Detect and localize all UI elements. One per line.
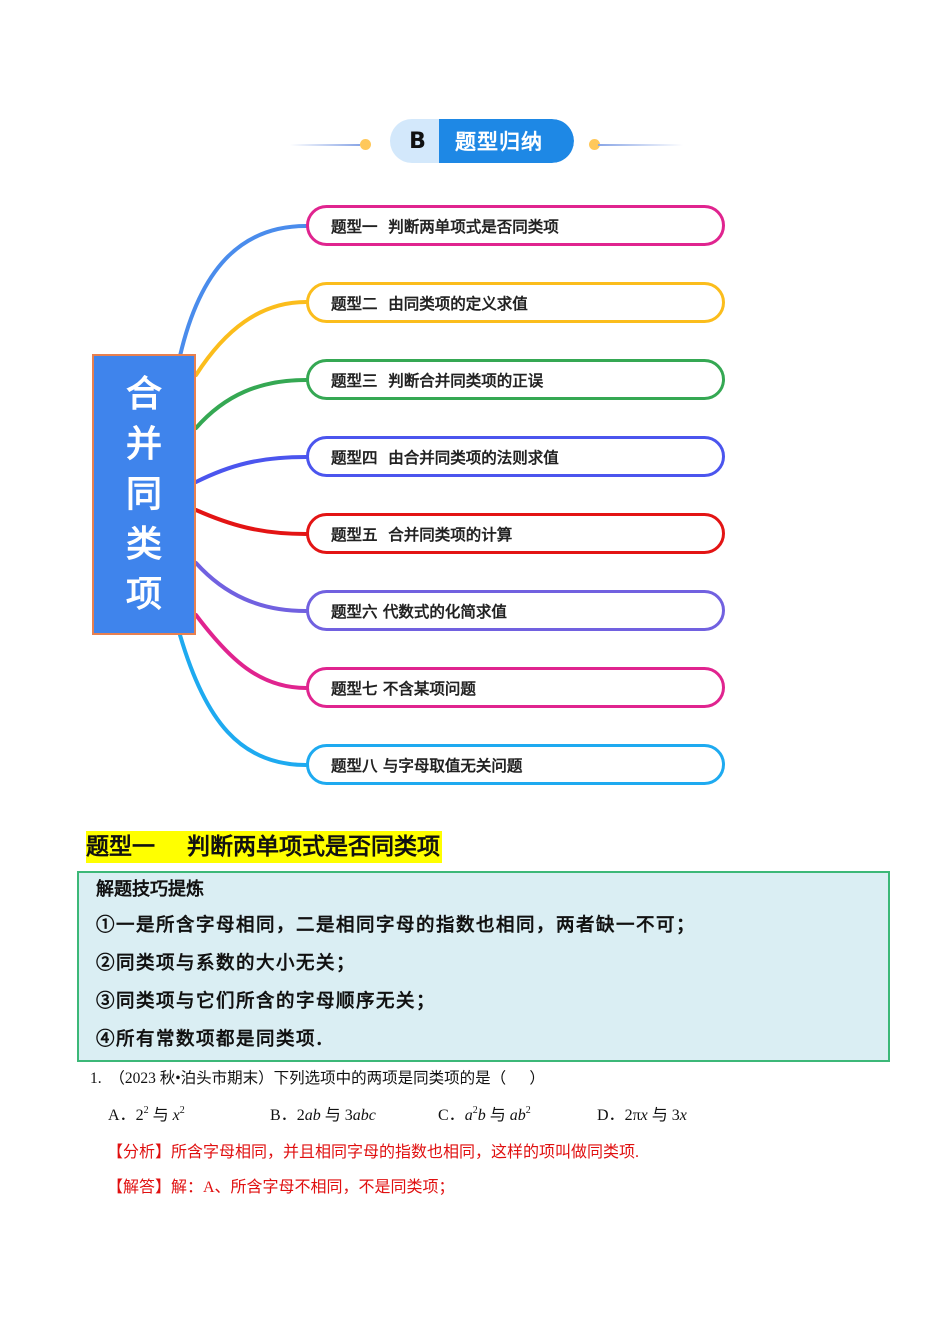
root-char: 并 <box>125 423 162 465</box>
header-decor-line-right <box>598 144 683 146</box>
branch-3 <box>194 378 308 430</box>
option-d: D．2πx 与 3x <box>597 1107 687 1124</box>
header-decor-line-left <box>290 144 360 146</box>
topic-heading: 题型一 判断两单项式是否同类项 <box>86 831 443 863</box>
mindmap-node-6[interactable]: 题型六 代数式的化简求值 <box>306 590 725 631</box>
mindmap-branches <box>178 224 308 767</box>
mindmap-root: 合 并 同 类 项 <box>92 354 196 635</box>
tip-item: ①一是所含字母相同，二是相同字母的指数也相同，两者缺一不可； <box>96 915 697 936</box>
root-char: 合 <box>125 373 162 415</box>
tip-item: ④所有常数项都是同类项. <box>96 1029 324 1050</box>
option-key: A． <box>108 1107 136 1124</box>
branch-8 <box>178 633 308 767</box>
section-badge: B 题型归纳 <box>390 119 574 163</box>
branch-4 <box>194 455 308 484</box>
option-c: C．a2b 与 ab2 <box>438 1105 531 1125</box>
mindmap-node-8[interactable]: 题型八 与字母取值无关问题 <box>306 744 725 785</box>
mindmap-node-2[interactable]: 题型二 由同类项的定义求值 <box>306 282 725 323</box>
node-label: 题型四 由合并同类项的法则求值 <box>331 448 559 467</box>
section-letter: B <box>390 119 439 163</box>
mindmap-node-3[interactable]: 题型三 判断合并同类项的正误 <box>306 359 725 400</box>
analysis-text: 【分析】所含字母相同，并且相同字母的指数也相同，这样的项叫做同类项. <box>107 1144 640 1161</box>
section-title: 题型归纳 <box>439 119 574 163</box>
option-a: A．22 与 x2 <box>108 1105 185 1125</box>
tip-item: ②同类项与系数的大小无关； <box>96 953 357 974</box>
root-char: 同 <box>125 473 162 515</box>
branch-1 <box>178 224 308 358</box>
option-key: B． <box>270 1107 297 1124</box>
node-label: 题型二 由同类项的定义求值 <box>331 294 528 313</box>
branch-5 <box>194 508 308 536</box>
root-char: 类 <box>125 523 162 565</box>
node-label: 题型五 合并同类项的计算 <box>331 525 513 544</box>
option-b: B．2ab 与 3abc <box>270 1107 376 1124</box>
option-key: D． <box>597 1107 625 1124</box>
tips-title: 解题技巧提炼 <box>96 879 204 900</box>
node-label: 题型七 不含某项问题 <box>331 679 476 698</box>
tips-box: 解题技巧提炼 ①一是所含字母相同，二是相同字母的指数也相同，两者缺一不可； ②同… <box>77 871 890 1062</box>
tip-item: ③同类项与它们所含的字母顺序无关； <box>96 991 437 1012</box>
branch-6 <box>194 561 308 613</box>
branch-2 <box>194 300 308 377</box>
header-decor-dot-left <box>360 139 371 150</box>
node-label: 题型一 判断两单项式是否同类项 <box>331 217 559 236</box>
node-label: 题型三 判断合并同类项的正误 <box>331 371 544 390</box>
option-key: C． <box>438 1107 465 1124</box>
root-char: 项 <box>125 573 162 615</box>
answer-text: 【解答】解：A、所含字母不相同，不是同类项； <box>107 1179 455 1196</box>
question-text: （2023 秋•泊头市期末）下列选项中的两项是同类项的是（ ） <box>109 1070 545 1087</box>
node-label: 题型八 与字母取值无关问题 <box>331 756 523 775</box>
question-number: 1. <box>90 1070 102 1087</box>
mindmap-node-7[interactable]: 题型七 不含某项问题 <box>306 667 725 708</box>
branch-7 <box>194 613 308 690</box>
header-decor-dot-right <box>589 139 600 150</box>
question-stem: 1. （2023 秋•泊头市期末）下列选项中的两项是同类项的是（ ） <box>90 1066 545 1088</box>
mindmap-node-4[interactable]: 题型四 由合并同类项的法则求值 <box>306 436 725 477</box>
node-label: 题型六 代数式的化简求值 <box>331 602 507 621</box>
mindmap-node-5[interactable]: 题型五 合并同类项的计算 <box>306 513 725 554</box>
mindmap-node-1[interactable]: 题型一 判断两单项式是否同类项 <box>306 205 725 246</box>
